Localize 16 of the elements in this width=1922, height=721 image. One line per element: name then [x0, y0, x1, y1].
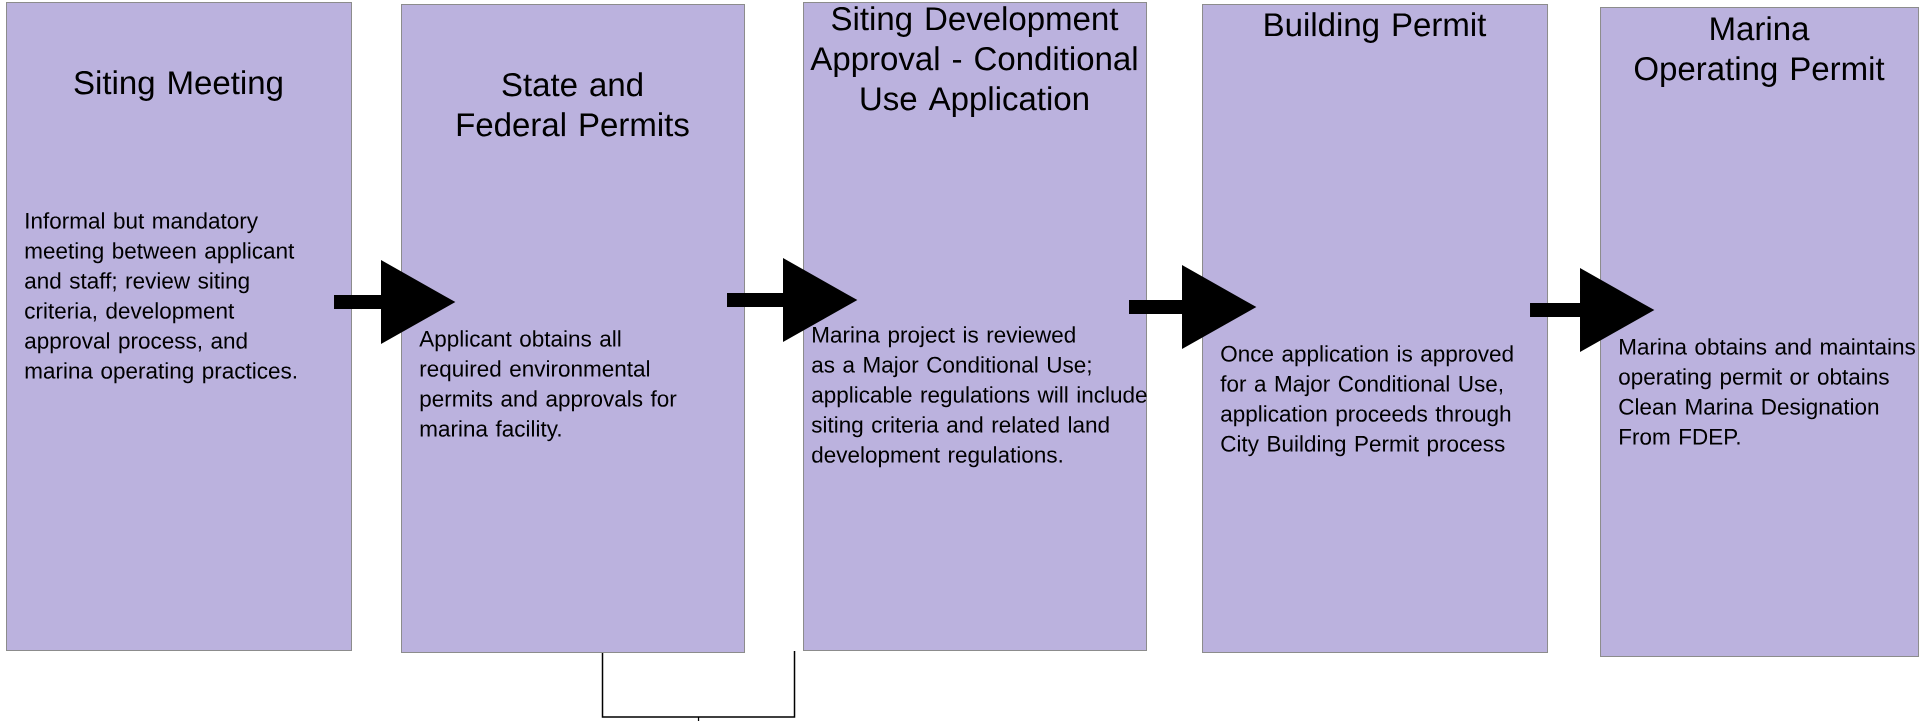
process-box	[6, 2, 352, 651]
box-description: Applicant obtains all required environmental permits and approvals for marina facility.	[419, 330, 677, 442]
process-box	[1202, 4, 1548, 653]
box-description: Once application is approved for a Major Conditional Use, application proceeds through City Building Permit process	[1220, 345, 1513, 457]
process-box	[1600, 7, 1919, 657]
box-description: Marina project is reviewed as a Major Conditional Use; applicable regulations will include siting criteria and related land development regulations.	[811, 326, 1147, 468]
box-heading: Marina Operating Permit	[1634, 16, 1885, 87]
box-heading: Building Permit	[1265, 12, 1487, 43]
box-heading: Siting Meeting	[74, 70, 282, 101]
bracket-line	[601, 650, 796, 718]
process-box	[401, 4, 745, 653]
box-description: Marina obtains and maintains operating permit or obtains Clean Marina Designation From FDEP.	[1619, 338, 1915, 445]
box-heading: Siting Development Approval - Conditional Use Application	[810, 6, 1137, 117]
process-box	[803, 2, 1147, 651]
box-description: Informal but mandatory meeting between applicant and staff; review siting criteria, development approval process, and marina operating practices.	[25, 212, 296, 384]
box-heading: State and Federal Permits	[457, 72, 689, 137]
